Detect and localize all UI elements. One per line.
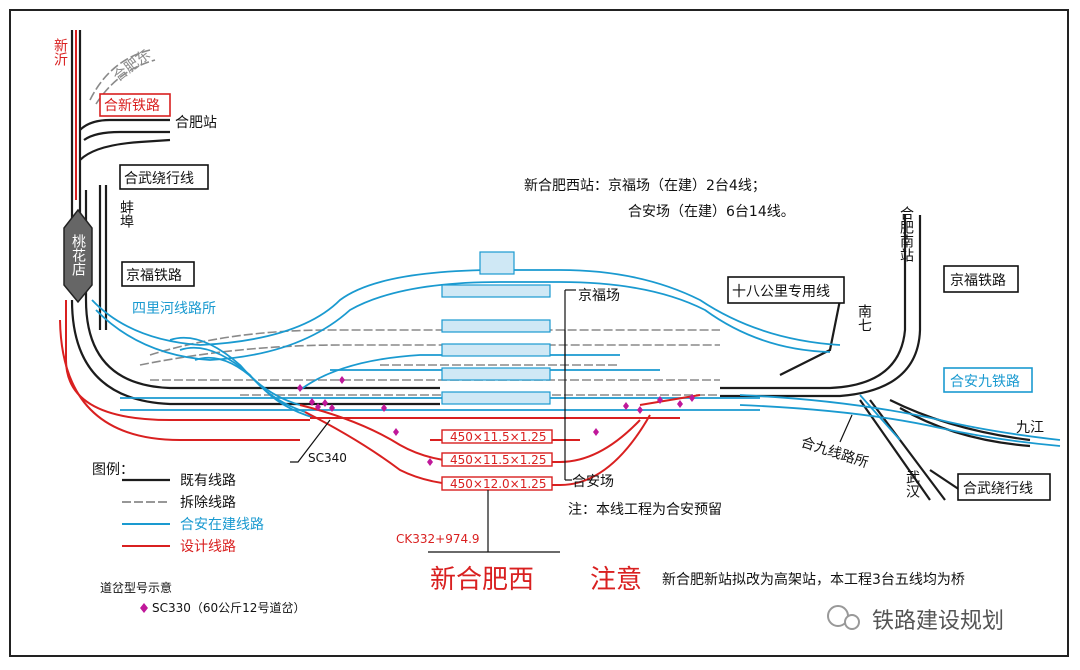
legend-item-design: 设计线路 [180,539,236,555]
platform [441,319,551,333]
legend-item-removed: 拆除线路 [180,495,236,511]
attention-title: 注意 [590,565,642,595]
nanqi-label: 南七 [856,304,872,332]
hewu-bypass-bottom-box [957,473,1051,501]
legend-item-existing: 既有线路 [180,473,236,489]
platform [441,343,551,357]
platform [441,284,551,298]
station-building [479,251,515,275]
design-tracks [59,30,701,486]
switch-marker [689,394,695,402]
design-platforms [441,429,553,491]
hean-jiu-railway-label: 合安九铁路 [950,374,1020,390]
sc340-label: SC340 [308,451,347,465]
hefei-south-label: 合肥南站 [898,206,914,262]
wuhan-label: 武汉 [904,470,920,498]
switch-marker [427,458,433,466]
taohuadian-label: 桃花店 [70,234,86,276]
switch-marker [297,384,303,392]
hejiu-line-post-label: 合九线路所 [799,435,871,472]
jingfu-railway-left-label: 京福铁路 [126,268,182,284]
switch-marker [677,400,683,408]
jingfu-railway-right-label: 京福铁路 [950,273,1006,289]
taohuadian-station [63,208,93,304]
hean-building-tracks [91,269,1061,447]
hean-jiu-railway-box [943,367,1033,393]
hewu-bypass-bottom-label: 合武绕行线 [963,481,1033,497]
platform-3-label: 450×12.0×1.25 [450,477,546,491]
switch-marker [393,428,399,436]
switch-marker [339,376,345,384]
hexin-railway-box [99,93,171,117]
switch-marker [329,404,335,412]
hefei-station-label: 合肥站 [175,115,217,131]
platform-2-label: 450×11.5×1.25 [450,453,546,467]
hewu-bypass-top-label: 合武绕行线 [124,171,194,187]
platform [441,391,551,405]
hean-yard-label: 合安场 [572,474,614,490]
switch-marker [381,404,387,412]
switch-legend-item: SC330（60公斤12号道岔） [152,601,305,615]
platform [441,367,551,381]
switch-marker [657,396,663,404]
jiujiang-label: 九江 [1016,420,1044,436]
station-name: 新合肥西 [430,565,534,595]
ck-label: CK332+974.9 [396,532,480,546]
station-info-line2: 合安场（在建）6台14线。 [628,204,795,220]
switch-marker [623,402,629,410]
bengbu-label: 蚌埠 [118,200,134,228]
jingfu-railway-right-box [943,265,1019,293]
legend-item-hean: 合安在建线路 [180,517,264,533]
hewu-bypass-top-box [119,164,209,190]
diagram-frame [9,9,1069,657]
shibagongli-label: 十八公里专用线 [732,284,830,300]
switch-legend: 道岔型号示意 SC330（60公斤12号道岔） [100,580,305,615]
switch-marker [593,428,599,436]
legend: 图例： 既有线路 拆除线路 合安在建线路 设计线路 [92,462,264,555]
switch-marker [315,403,321,411]
attention-note: 新合肥新站拟改为高架站，本工程3台五线均为桥 [662,571,965,588]
switch-markers [297,376,695,466]
jingfu-railway-left-box [121,261,195,287]
switch-legend-marker [140,603,148,613]
switch-marker [322,399,328,407]
sili-he-label: 四里河线路所 [132,301,216,317]
removed-tracks [89,49,720,396]
note-hean-label: 注：本线工程为合安预留 [568,502,722,518]
switch-legend-title: 道岔型号示意 [100,580,172,595]
jingfu-yard-label: 京福场 [578,288,620,304]
shibagongli-box [727,276,845,304]
switch-marker [637,406,643,414]
xinyi-label: 新沂 [52,38,68,66]
platform-1-label: 450×11.5×1.25 [450,430,546,444]
watermark: 铁路建设规划 [827,605,1004,634]
switch-marker [309,398,315,406]
platforms [441,251,551,405]
legend-title: 图例： [92,462,134,478]
watermark-label: 铁路建设规划 [872,609,1004,634]
hexin-railway-label: 合新铁路 [104,98,160,114]
station-info-line1: 新合肥西站：京福场（在建）2台4线； [524,178,766,194]
